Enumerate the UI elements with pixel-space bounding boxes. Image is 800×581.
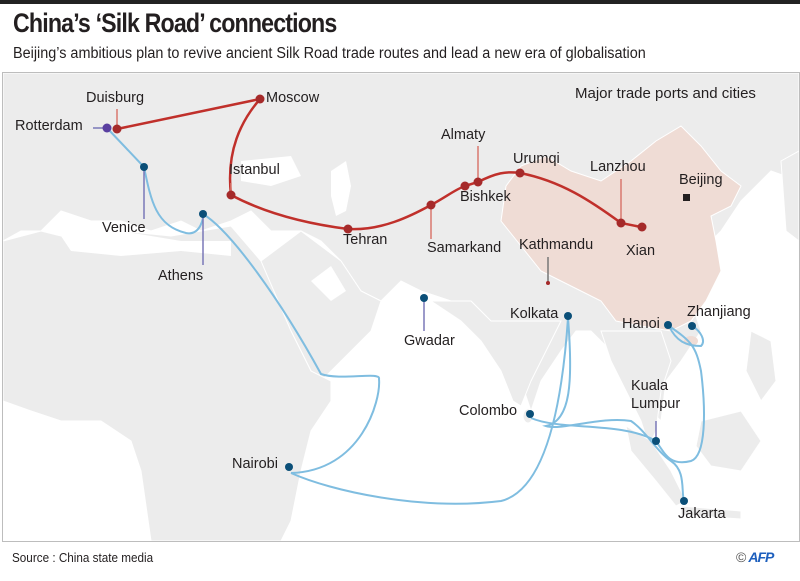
kathmandu-dot — [546, 281, 550, 285]
label-zhanjiang: Zhanjiang — [687, 304, 751, 320]
label-kuala-lumpur-line2: Lumpur — [631, 396, 681, 412]
label-urumqi: Urumqi — [513, 151, 560, 167]
inland-seas — [61, 156, 351, 301]
copyright-symbol: © — [736, 549, 747, 565]
label-kolkata: Kolkata — [510, 306, 559, 322]
land-masses — [3, 73, 799, 541]
label-istanbul: Istanbul — [229, 162, 280, 178]
sea-route-nodes — [140, 163, 696, 505]
label-almaty: Almaty — [441, 127, 486, 143]
label-duisburg: Duisburg — [86, 90, 145, 106]
page-title: China’s ‘Silk Road’ connections — [13, 8, 337, 38]
legend-title: Major trade ports and cities — [575, 85, 756, 102]
sea-route — [106, 127, 705, 505]
leader-lines — [93, 109, 657, 441]
china-region — [500, 125, 742, 332]
label-jakarta: Jakarta — [678, 506, 726, 522]
afp-logo: AFP — [748, 549, 774, 565]
page-subtitle: Beijing’s ambitious plan to revive ancie… — [13, 45, 646, 62]
label-rotterdam: Rotterdam — [15, 118, 83, 134]
label-kathmandu: Kathmandu — [519, 237, 594, 253]
beijing-marker — [683, 194, 690, 201]
map-canvas — [3, 73, 799, 541]
label-venice: Venice — [102, 220, 146, 236]
label-samarkand: Samarkand — [427, 240, 502, 256]
label-colombo: Colombo — [459, 403, 518, 419]
label-gwadar: Gwadar — [404, 333, 455, 349]
label-tehran: Tehran — [343, 232, 388, 248]
label-xian: Xian — [626, 243, 656, 259]
land-route-nodes — [112, 94, 647, 234]
label-lanzhou: Lanzhou — [590, 159, 646, 175]
agency-credit: ©AFP — [736, 549, 774, 565]
label-bishkek: Bishkek — [460, 189, 511, 205]
source-note: Source : China state media — [12, 550, 154, 565]
label-kuala-lumpur-line1: Kuala — [631, 378, 669, 394]
label-athens: Athens — [158, 268, 204, 284]
map-frame — [2, 72, 800, 542]
label-moscow: Moscow — [266, 90, 320, 106]
rotterdam-node — [102, 123, 112, 133]
label-hanoi: Hanoi — [622, 316, 660, 332]
label-beijing: Beijing — [679, 172, 723, 188]
top-rule — [0, 0, 800, 4]
label-nairobi: Nairobi — [232, 456, 278, 472]
